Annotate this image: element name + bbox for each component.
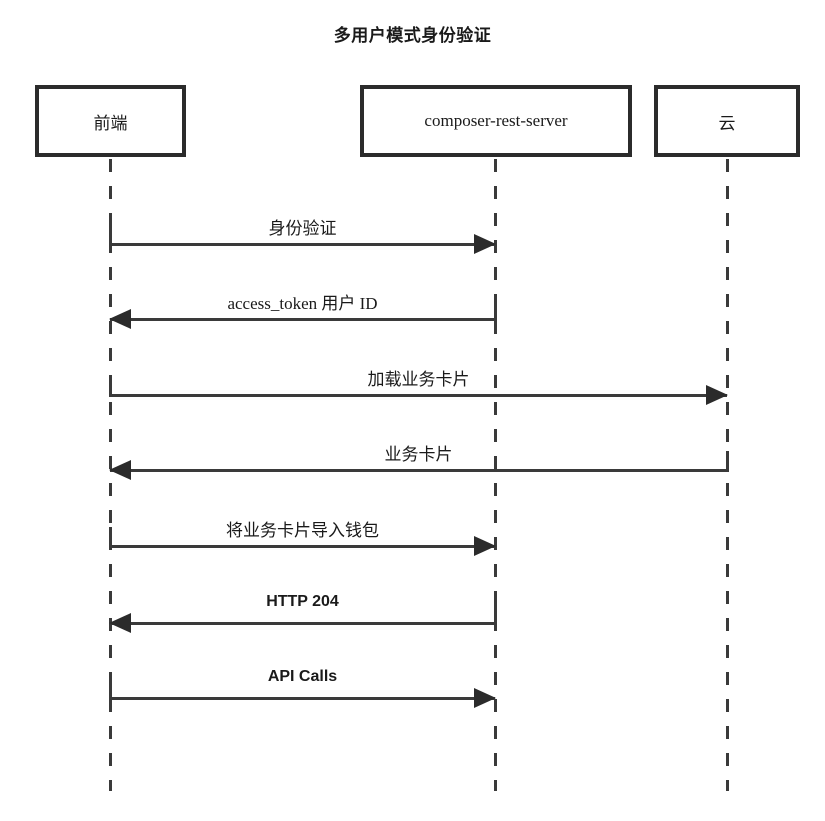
participant-label: 云 xyxy=(718,113,736,133)
message-origin-stub-7 xyxy=(109,679,112,700)
message-origin-stub-5 xyxy=(109,527,112,548)
message-label-4: 业务卡片 xyxy=(384,445,453,464)
participant-box-cloud[interactable]: 云 xyxy=(654,85,800,157)
message-origin-stub-3 xyxy=(109,376,112,397)
arrowhead-right-7 xyxy=(474,688,496,708)
message-line-1 xyxy=(110,243,495,246)
page-title: 多用户模式身份验证 xyxy=(333,26,492,45)
message-origin-stub-4 xyxy=(726,451,729,472)
participant-label: 前端 xyxy=(93,113,128,133)
arrowhead-right-5 xyxy=(474,536,496,556)
arrowhead-left-2 xyxy=(109,309,131,329)
arrowhead-left-6 xyxy=(109,613,131,633)
arrowhead-left-4 xyxy=(109,460,131,480)
participant-label: composer-rest-server xyxy=(424,111,568,130)
message-label-2: access_token 用户 ID xyxy=(227,294,378,313)
message-origin-stub-2 xyxy=(494,300,497,321)
message-label-6: HTTP 204 xyxy=(266,593,339,610)
message-line-2 xyxy=(110,318,495,321)
message-label-7: API Calls xyxy=(267,668,338,685)
message-line-4 xyxy=(110,469,727,472)
message-label-3: 加载业务卡片 xyxy=(367,370,470,389)
message-line-3 xyxy=(110,394,727,397)
message-line-6 xyxy=(110,622,495,625)
message-origin-stub-1 xyxy=(109,225,112,246)
lifeline-cloud xyxy=(726,159,729,791)
message-label-1: 身份验证 xyxy=(268,219,337,238)
arrowhead-right-1 xyxy=(474,234,496,254)
message-line-5 xyxy=(110,545,495,548)
message-origin-stub-6 xyxy=(494,604,497,625)
participant-box-frontend[interactable]: 前端 xyxy=(35,85,186,157)
arrowhead-right-3 xyxy=(706,385,728,405)
message-label-5: 将业务卡片导入钱包 xyxy=(226,521,379,540)
participant-box-composer-rest-server[interactable]: composer-rest-server xyxy=(360,85,632,157)
lifeline-composer-rest-server xyxy=(494,159,497,791)
message-line-7 xyxy=(110,697,495,700)
